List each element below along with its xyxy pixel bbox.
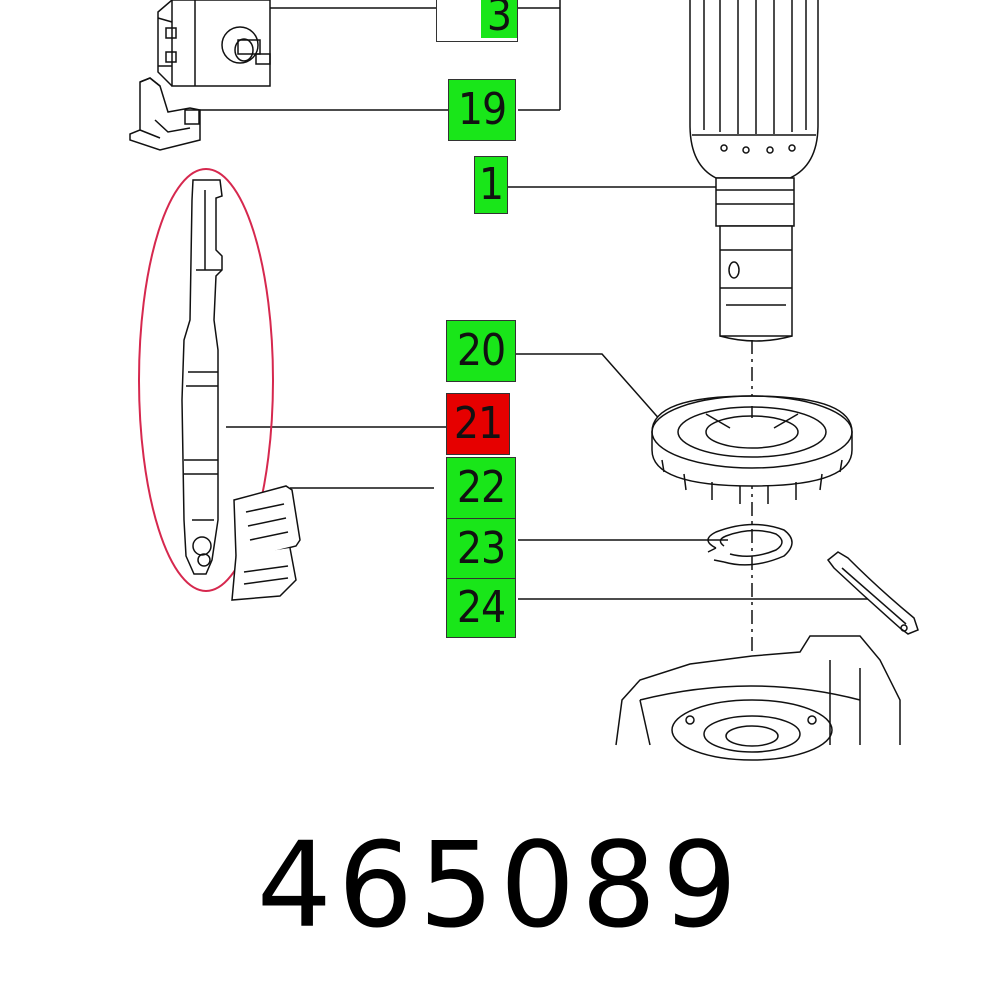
- callout-20-label: 20: [456, 325, 506, 376]
- callout-24-label: 24: [456, 582, 506, 633]
- switch-part-3: [157, 0, 271, 87]
- armature-part-1: [689, 0, 819, 342]
- callout-24[interactable]: 24: [446, 578, 516, 638]
- spring-strip-part-24: [826, 551, 919, 635]
- selection-highlight-ellipse: [138, 168, 274, 592]
- callout-3[interactable]: 3: [436, 0, 518, 42]
- clip-part-19: [129, 77, 201, 151]
- lever-part-21: [181, 179, 223, 575]
- circlip-part-23: [707, 523, 793, 566]
- callout-21-label: 21: [453, 398, 503, 449]
- callout-21[interactable]: 21: [446, 393, 510, 455]
- callout-22-label: 22: [456, 462, 506, 513]
- callout-22[interactable]: 22: [446, 457, 516, 519]
- callout-19-label: 19: [457, 84, 507, 135]
- callout-1[interactable]: 1: [474, 156, 508, 214]
- callout-23-label: 23: [456, 523, 506, 574]
- slider-knob-part-22: [231, 485, 301, 601]
- callout-1-label: 1: [478, 159, 504, 210]
- leader-lines: [200, 0, 870, 600]
- callout-23[interactable]: 23: [446, 518, 516, 580]
- callout-19[interactable]: 19: [448, 79, 516, 141]
- motor-housing: [615, 635, 901, 761]
- callout-3-label: 3: [480, 0, 518, 38]
- fan-part-20: [651, 395, 853, 504]
- part-number: 465089: [256, 816, 744, 954]
- callout-20[interactable]: 20: [446, 320, 516, 382]
